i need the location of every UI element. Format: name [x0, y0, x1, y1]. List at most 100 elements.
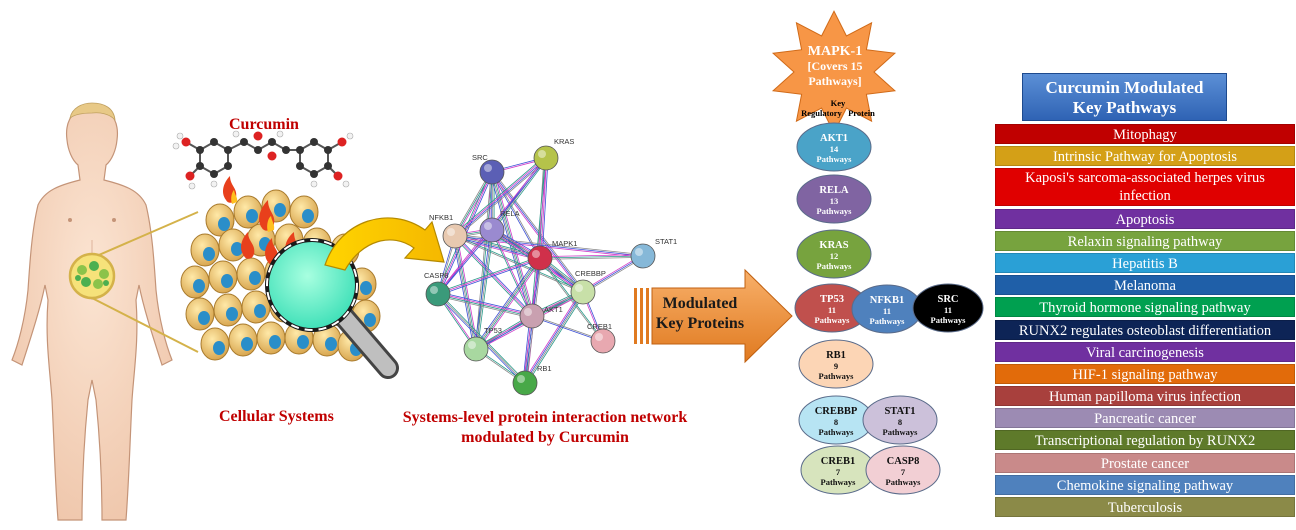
protein-unit: Pathways	[817, 261, 853, 271]
tissue-magnified-circle	[68, 252, 116, 300]
network-edge	[438, 230, 493, 295]
network-caption-line2: modulated by Curcumin	[461, 429, 629, 446]
protein-name: NFKB1	[870, 295, 904, 306]
network-edge	[491, 230, 532, 317]
network-edge	[474, 171, 492, 349]
protein-unit: Pathways	[817, 206, 853, 216]
protein-name: CASP8	[887, 456, 920, 467]
network-edge	[455, 234, 584, 292]
pathway-item: Melanoma	[995, 275, 1295, 296]
pathway-item: Pancreatic cancer	[995, 408, 1295, 429]
arrow-label-line1: Modulated	[662, 295, 738, 312]
network-edge	[437, 295, 532, 319]
network-caption-line1: Systems-level protein interaction networ…	[402, 409, 688, 426]
network-node-label: SRC	[472, 153, 488, 162]
pathway-item: RUNX2 regulates osteoblast differentiati…	[995, 319, 1295, 340]
pathway-item: Human papilloma virus infection	[995, 386, 1295, 407]
network-edge	[474, 229, 492, 349]
protein-name: KRAS	[819, 240, 848, 251]
network-edge	[437, 229, 492, 294]
mapk1-note-line2: Regulatory Protein	[801, 108, 875, 118]
network-edge	[454, 237, 540, 261]
mapk1-pathways: Pathways]	[808, 74, 862, 88]
network-edge	[453, 171, 492, 236]
network-node-kras: KRAS	[533, 137, 574, 171]
network-node-casp8: CASP8	[424, 271, 451, 307]
network-edge	[438, 258, 541, 296]
pathways-title: Curcumin Modulated Key Pathways	[1022, 73, 1227, 121]
yellow-curved-arrow	[324, 217, 445, 271]
network-edge	[437, 257, 541, 295]
human-body-illustration	[11, 102, 173, 521]
network-node-rb1: RB1	[512, 364, 552, 396]
network-edge	[475, 229, 493, 350]
pathway-item: Chemokine signaling pathway	[995, 474, 1295, 495]
network-edge	[524, 291, 583, 383]
network-edge	[438, 292, 533, 316]
network-edge	[455, 158, 547, 237]
network-node-label: CREB1	[587, 322, 612, 331]
network-edge	[438, 291, 533, 315]
network-node-label: CASP8	[424, 271, 449, 280]
network-node-label: AKT1	[544, 305, 563, 314]
network-node-label: MAPK1	[552, 239, 577, 248]
protein-name: CREBBP	[815, 406, 858, 417]
pathway-item: Tuberculosis	[995, 497, 1295, 517]
pathway-item: Hepatitis B	[995, 252, 1295, 273]
network-node-label: NFKB1	[429, 213, 453, 222]
network-node-label: KRAS	[554, 137, 574, 146]
pathway-item: Viral carcinogenesis	[995, 341, 1295, 362]
protein-unit: Pathways	[931, 315, 967, 325]
protein-count: 8	[834, 417, 838, 427]
protein-count: 13	[830, 196, 839, 206]
network-node-label: CREBBP	[575, 269, 606, 278]
mapk1-title: MAPK-1	[807, 44, 863, 59]
pathway-item: Mitophagy	[995, 124, 1295, 144]
network-node-tp53: TP53	[463, 326, 502, 362]
pathway-item: HIF-1 signaling pathway	[995, 363, 1295, 384]
mapk1-note-line1: Key	[830, 98, 846, 108]
pathways-title-line1: Curcumin Modulated	[1045, 78, 1204, 97]
network-edge	[476, 258, 541, 350]
protein-count: 7	[836, 467, 841, 477]
network-edge	[539, 254, 643, 258]
pathway-item: Thyroid hormone signaling pathway	[995, 297, 1295, 318]
network-edge	[476, 172, 494, 350]
network-edge	[532, 314, 604, 341]
network-node-label: TP53	[484, 326, 502, 335]
cellular-systems-label: Cellular Systems	[219, 408, 334, 425]
pathway-item: Transcriptional regulation by RUNX2	[995, 430, 1295, 451]
protein-unit: Pathways	[886, 477, 922, 487]
arrow-label-line2: Key Proteins	[655, 315, 745, 332]
mapk1-covers: [Covers 15	[807, 59, 863, 73]
network-edge	[522, 290, 582, 383]
network-edge	[438, 292, 527, 383]
protein-name: SRC	[937, 294, 958, 305]
network-node-src: SRC	[472, 153, 505, 185]
network-node-label: RELA	[500, 209, 520, 218]
protein-unit: Pathways	[819, 427, 855, 437]
protein-name: AKT1	[820, 133, 848, 144]
network-edge	[452, 236, 475, 350]
orange-block-arrow	[634, 268, 793, 364]
network-edge	[454, 236, 583, 294]
network-node-akt1: AKT1	[519, 303, 563, 329]
network-edge	[476, 230, 494, 350]
network-node-creb1: CREB1	[587, 322, 616, 354]
protein-unit: Pathways	[815, 315, 851, 325]
network-node-nfkb1: NFKB1	[429, 213, 468, 249]
network-edge	[453, 236, 532, 318]
network-edge	[492, 229, 533, 316]
modulated-key-proteins-label: Modulated Key Proteins	[652, 294, 748, 334]
protein-count: 9	[834, 361, 838, 371]
network-node-label: RB1	[537, 364, 552, 373]
